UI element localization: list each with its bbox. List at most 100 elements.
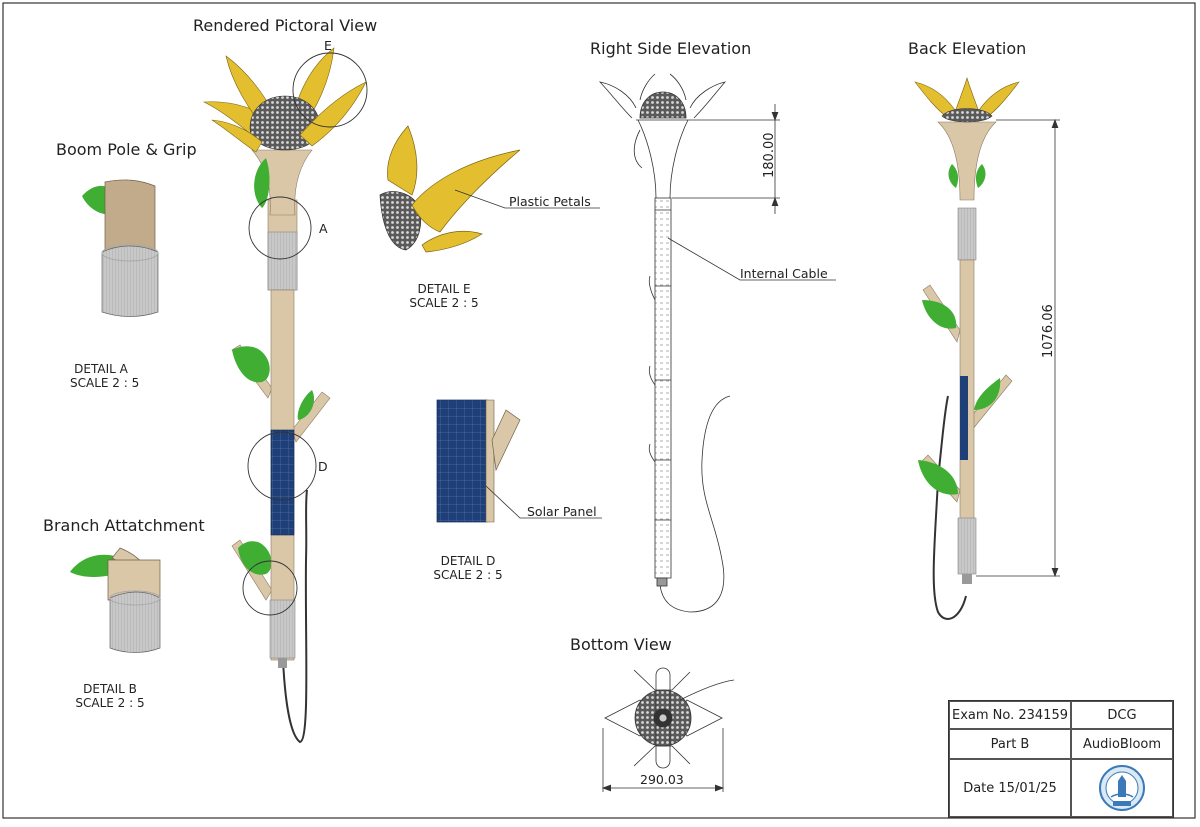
pictorial-leaf-top <box>254 158 270 208</box>
detail-e-petal-lower <box>421 230 483 253</box>
detail-a-leaf <box>82 185 112 215</box>
title-right-side-elevation: Right Side Elevation <box>590 39 752 58</box>
bottom-view <box>601 667 735 792</box>
rse-mesh-dome <box>639 91 687 119</box>
detail-a-grip <box>101 245 159 317</box>
detail-d-solar-panel <box>436 399 488 523</box>
tb-date: Date 15/01/25 <box>949 759 1071 817</box>
detail-d-label: DETAIL D SCALE 2 : 5 <box>428 554 508 582</box>
detail-b-scale: SCALE 2 : 5 <box>75 696 145 710</box>
rse-connector <box>656 577 668 587</box>
rse-internal-cable-leader <box>667 237 836 281</box>
rse-cable-top <box>633 129 643 169</box>
detail-circle-e <box>292 52 368 128</box>
be-leaf-upper <box>922 300 957 329</box>
be-petal-right <box>978 81 1020 119</box>
title-block: Exam No. 234159 DCG Part B AudioBloom Da… <box>948 700 1174 818</box>
bv-dim-value: 290.03 <box>640 772 684 787</box>
title-pictorial-view: Rendered Pictoral View <box>193 16 378 35</box>
detail-d-pole-edge <box>485 399 495 523</box>
tb-exam: Exam No. 234159 <box>949 701 1071 729</box>
detail-a-scale: SCALE 2 : 5 <box>70 376 140 390</box>
rse-branch-1 <box>648 275 656 301</box>
pictorial-grip-lower <box>269 599 296 659</box>
detail-b-drawing <box>70 547 161 653</box>
rse-dim-value: 180.00 <box>762 133 777 179</box>
callout-internal-cable: Internal Cable <box>740 266 828 281</box>
rse-pole-joint-1 <box>655 209 671 521</box>
rse-pole <box>654 197 672 579</box>
rse-petal-right <box>689 81 727 119</box>
title-back-elevation: Back Elevation <box>908 39 1027 58</box>
be-neck <box>937 121 997 201</box>
detail-a-pole <box>104 179 156 256</box>
be-leaf-top-right <box>975 164 986 188</box>
detail-b-leaf <box>70 554 114 577</box>
detail-e-scale: SCALE 2 : 5 <box>409 296 479 310</box>
marker-e: E <box>324 38 332 53</box>
be-connector <box>962 574 972 584</box>
be-dim-arrow-top <box>1051 118 1059 129</box>
rse-dim-arrow-bottom <box>771 196 779 207</box>
pictorial-connector <box>278 658 287 668</box>
be-petal-center <box>954 76 980 113</box>
callout-solar-panel: Solar Panel <box>527 504 597 519</box>
be-solar-panel <box>960 376 968 460</box>
bv-center-hole <box>658 713 668 723</box>
pictorial-petal-front-left <box>211 119 263 153</box>
callout-plastic-petals: Plastic Petals <box>509 194 591 209</box>
detail-d-name: DETAIL D <box>440 554 496 568</box>
tb-crest-cell <box>1071 759 1173 817</box>
be-petal-left <box>914 81 956 119</box>
rse-petal-inner-left <box>639 73 656 101</box>
school-crest-icon <box>1099 765 1145 811</box>
pictorial-leaf-right <box>297 390 315 420</box>
detail-e-petal-back <box>387 125 418 196</box>
detail-a-name: DETAIL A <box>74 362 128 376</box>
title-boom-pole: Boom Pole & Grip <box>56 140 197 159</box>
bv-petal-top <box>633 669 691 691</box>
detail-e-label: DETAIL E SCALE 2 : 5 <box>404 282 484 310</box>
title-bottom-view: Bottom View <box>570 635 672 654</box>
detail-b-name: DETAIL B <box>83 682 137 696</box>
title-branch-attachment: Branch Attatchment <box>43 516 205 535</box>
be-grip-upper <box>957 207 977 261</box>
detail-d-leader <box>485 485 602 519</box>
tb-subject: DCG <box>1071 701 1173 729</box>
detail-circle-a <box>248 196 312 260</box>
be-dim-value: 1076.06 <box>1041 304 1056 358</box>
detail-e-name: DETAIL E <box>417 282 471 296</box>
detail-circle-b <box>242 560 298 616</box>
detail-a-grip-rim <box>101 244 159 262</box>
detail-e-mesh <box>379 191 421 251</box>
detail-b-grip <box>109 591 161 653</box>
detail-e-leader <box>454 189 600 209</box>
right-side-elevation <box>598 73 836 613</box>
pictorial-solar-panel <box>270 429 295 536</box>
detail-b-label: DETAIL B SCALE 2 : 5 <box>70 682 150 710</box>
rse-petal-inner-right <box>669 73 687 101</box>
rse-cable <box>659 395 731 613</box>
rse-dim-arrow-top <box>771 111 779 122</box>
bv-dim-arrow-left <box>601 784 612 792</box>
back-elevation <box>914 76 1060 620</box>
pictorial-view <box>202 47 368 744</box>
detail-e-petal-main <box>411 149 521 233</box>
rse-petal-left <box>598 81 637 119</box>
detail-b-grip-rim <box>109 590 161 606</box>
detail-e-drawing <box>379 125 600 253</box>
marker-a: A <box>319 221 328 236</box>
be-grip-lower <box>957 517 977 575</box>
be-dim-arrow-bottom <box>1051 567 1059 578</box>
rse-neck <box>637 119 689 199</box>
rse-branch-3 <box>648 443 656 463</box>
be-cable <box>932 395 967 620</box>
tb-part: Part B <box>949 729 1071 759</box>
bv-pole <box>655 667 671 769</box>
tb-product: AudioBloom <box>1071 729 1173 759</box>
pictorial-cable <box>282 489 308 744</box>
rse-branch-2 <box>648 365 656 386</box>
